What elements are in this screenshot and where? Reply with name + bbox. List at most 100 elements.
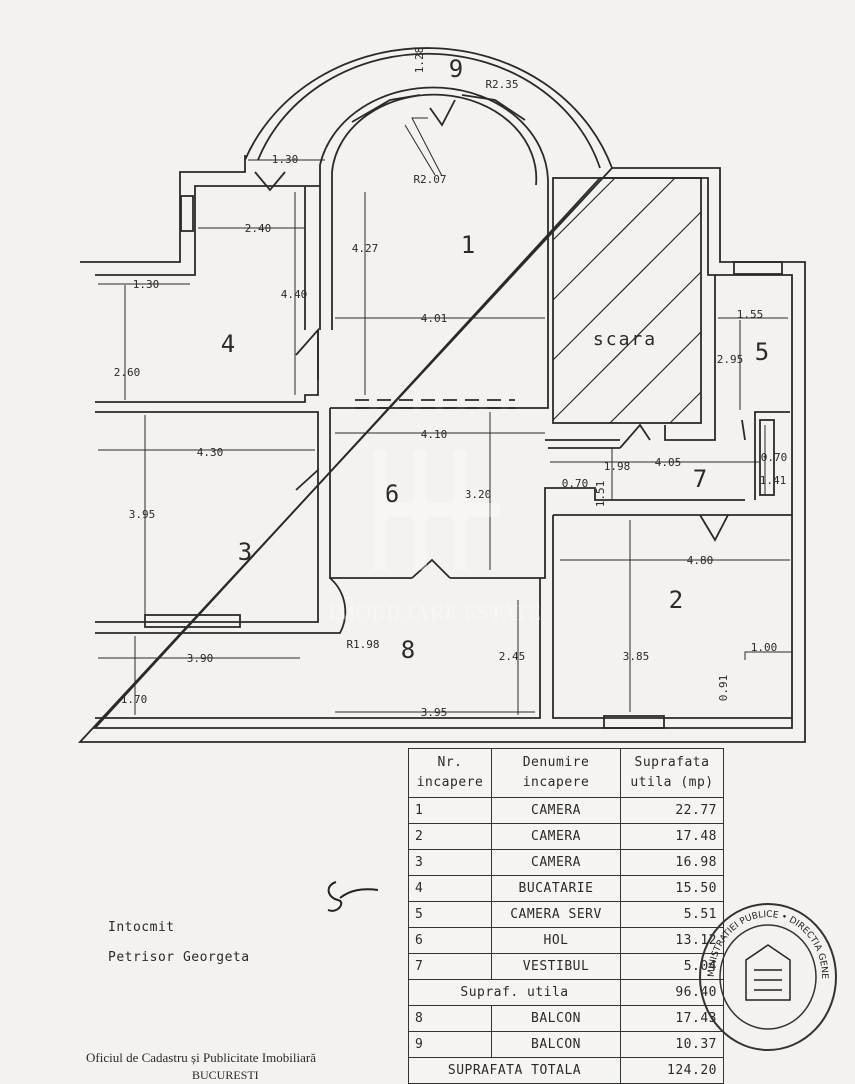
room-9-label: 9 <box>449 55 463 83</box>
legend-room-name: VESTIBUL <box>491 953 621 980</box>
dimension-label: R2.07 <box>413 173 446 186</box>
legend-area: 16.98 <box>620 849 724 876</box>
balcony-9-inner-arc <box>257 52 601 169</box>
legend-room-name: BALCON <box>491 1031 621 1058</box>
dimension-label: 1.55 <box>737 308 764 321</box>
legend-header-nr: Nr.incapere <box>408 748 492 798</box>
legend-area: 5.51 <box>620 901 724 928</box>
dimension-label: 2.60 <box>114 366 141 379</box>
legend-room-name: CAMERA SERV <box>491 901 621 928</box>
wall-room7 <box>545 439 620 449</box>
room-1-arch-inner <box>331 93 538 330</box>
dimension-label: 2.45 <box>499 650 526 663</box>
dimension-label: 3.95 <box>421 706 448 719</box>
office-name: Oficiul de Cadastru și Publicitate Imobi… <box>86 1050 316 1065</box>
dimension-label: 1.28 <box>413 47 426 74</box>
room-1-label: 1 <box>461 231 475 259</box>
legend-nr: 5 <box>408 901 492 928</box>
outer-wall <box>77 155 806 743</box>
dimension-label: 1.98 <box>604 460 631 473</box>
dimension-label: 4.01 <box>421 312 448 325</box>
stairs-label: scara <box>593 329 657 350</box>
legend-area: 22.77 <box>620 797 724 824</box>
legend-subtotal-label: Supraf. utila <box>408 979 621 1006</box>
svg-text:MINISTRATIEI PUBLICE • DIRECTI: MINISTRATIEI PUBLICE • DIRECTIA GENERALA… <box>696 900 829 979</box>
dimension-label: 4.05 <box>655 456 682 469</box>
dimension-label: R2.35 <box>485 78 518 91</box>
dimension-label: 1.70 <box>121 693 148 706</box>
legend-nr: 6 <box>408 927 492 954</box>
legend-nr: 8 <box>408 1005 492 1032</box>
dimension-label: 2.95 <box>717 353 744 366</box>
legend-nr: 4 <box>408 875 492 902</box>
room-3-label: 3 <box>238 538 252 566</box>
legend-room-name: BALCON <box>491 1005 621 1032</box>
dimension-label: 1.41 <box>760 474 787 487</box>
dimension-label: 1.30 <box>133 278 160 291</box>
room-6-label: 6 <box>385 480 399 508</box>
office-city: BUCURESTI <box>192 1068 259 1082</box>
legend-nr: 3 <box>408 849 492 876</box>
signature <box>327 881 379 912</box>
legend-room-name: CAMERA <box>491 797 621 824</box>
room-1-arch <box>319 86 549 409</box>
dimension-label: 0.70 <box>562 477 589 490</box>
dimension-label: 3.90 <box>187 652 214 665</box>
dimension-label: 3.20 <box>465 488 492 501</box>
legend-room-name: HOL <box>491 927 621 954</box>
dimension-label: 3.85 <box>623 650 650 663</box>
watermark-text: IMOBILIARE ESTATE <box>330 600 540 625</box>
room-8-label: 8 <box>401 636 415 664</box>
dimension-label: R1.98 <box>346 638 379 651</box>
watermark-logo: IMOBILIARE ESTATE <box>330 450 540 625</box>
dimension-label: 4.40 <box>281 288 308 301</box>
legend-room-name: CAMERA <box>491 849 621 876</box>
dimension-label: 1.30 <box>272 153 299 166</box>
room-2-label: 2 <box>669 586 683 614</box>
legend-room-name: BUCATARIE <box>491 875 621 902</box>
author-label: Intocmit <box>108 920 175 935</box>
dimension-label: 4.30 <box>197 446 224 459</box>
legend-subtotal-area: 96.40 <box>620 979 724 1006</box>
inner-outline <box>92 177 793 729</box>
legend-area: 15.50 <box>620 875 724 902</box>
dimension-label: 1.51 <box>594 481 607 508</box>
stairs-box <box>552 177 702 424</box>
stamp-text: MINISTRATIEI PUBLICE • DIRECTIA GENERALA… <box>696 900 829 979</box>
wall-room5 <box>664 275 790 500</box>
wall-room3 <box>95 411 319 623</box>
room-4-label: 4 <box>221 330 235 358</box>
legend-nr: 9 <box>408 1031 492 1058</box>
balcony-9-outer-arc <box>244 47 613 169</box>
legend-nr: 2 <box>408 823 492 850</box>
legend-area: 10.37 <box>620 1031 724 1058</box>
legend-nr: 7 <box>408 953 492 980</box>
dimension-label: 2.40 <box>245 222 272 235</box>
legend-area: 17.48 <box>620 823 724 850</box>
legend-nr: 1 <box>408 797 492 824</box>
dimension-label: 0.70 <box>761 451 788 464</box>
dimension-label: 0.91 <box>717 675 730 702</box>
official-stamp: MINISTRATIEI PUBLICE • DIRECTIA GENERALA… <box>696 900 837 1051</box>
dimension-label: 4.27 <box>352 242 379 255</box>
room-5-label: 5 <box>755 338 769 366</box>
legend-room-name: CAMERA <box>491 823 621 850</box>
wall-room2 <box>552 514 792 719</box>
room-7-label: 7 <box>693 465 707 493</box>
dimension-label: 4.10 <box>421 428 448 441</box>
